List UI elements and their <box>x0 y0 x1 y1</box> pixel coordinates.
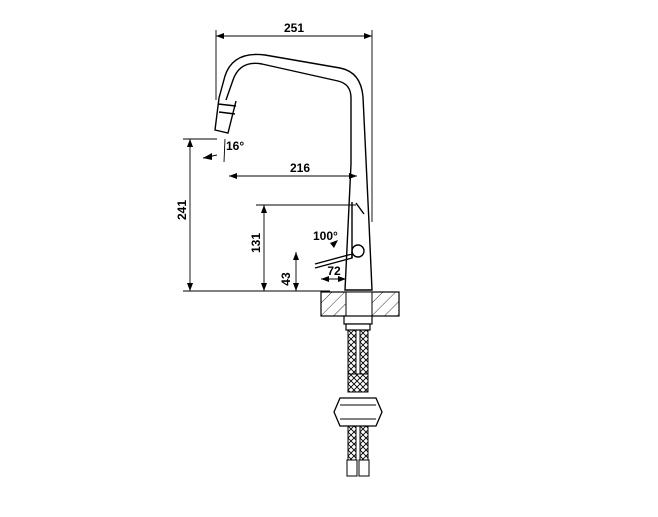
dim-lever-height: 131 <box>249 233 263 253</box>
pull-out-head <box>214 97 237 134</box>
dim-spout-reach: 216 <box>290 161 310 175</box>
faucet-outline <box>214 53 373 291</box>
dim-total-width: 251 <box>284 21 304 35</box>
lever-handle <box>355 202 365 215</box>
spout-neck <box>225 62 352 164</box>
dimension-arrows <box>187 33 372 291</box>
dim-base-height: 43 <box>279 272 293 286</box>
dim-lever-angle: 100° <box>313 229 338 243</box>
countertop-section <box>320 291 400 317</box>
lever-pivot <box>351 244 365 258</box>
dimension-lines <box>183 30 373 292</box>
dim-lever-travel: 72 <box>327 264 341 278</box>
dim-total-height: 241 <box>175 200 189 220</box>
body-column <box>344 163 373 291</box>
dim-aerator-angle: 16° <box>226 139 244 153</box>
spout-neck-inner <box>218 53 370 224</box>
mounting-shank <box>343 315 373 331</box>
flexible-hoses <box>333 329 383 477</box>
